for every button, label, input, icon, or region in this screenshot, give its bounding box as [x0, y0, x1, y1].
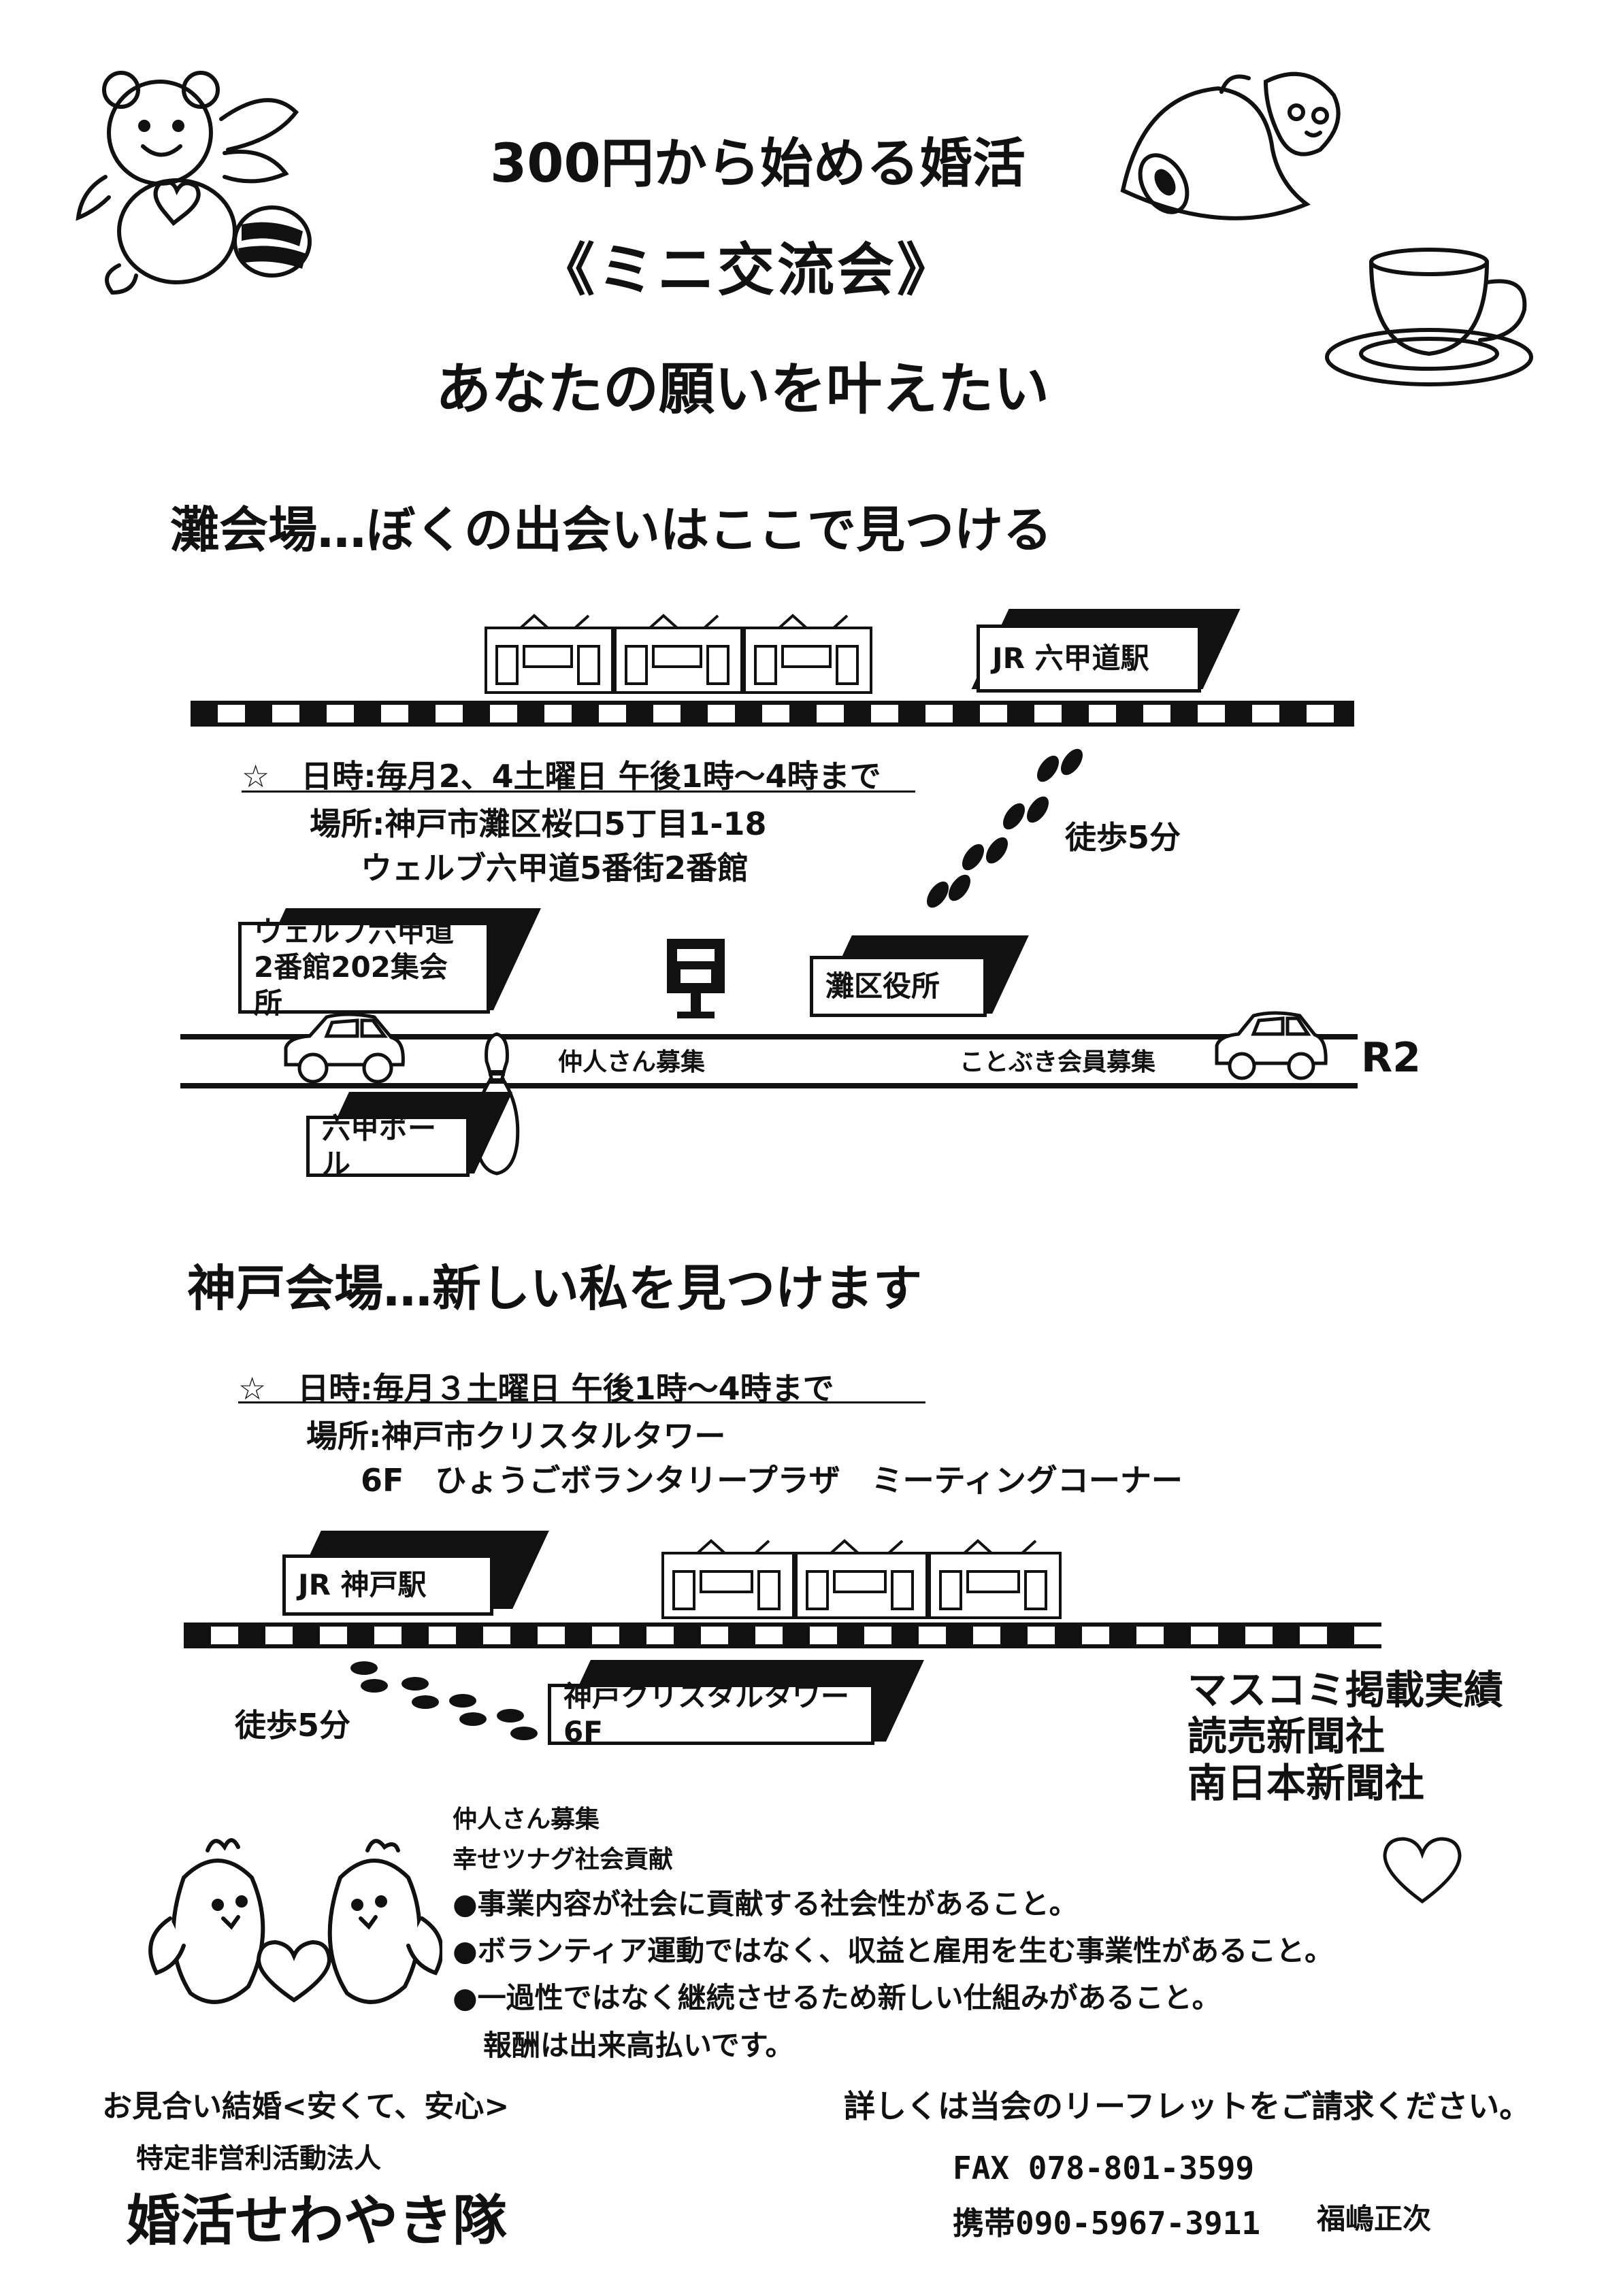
nada-place1: 場所:神戸市灘区桜口5丁目1-18 — [310, 805, 767, 842]
media-title: マスコミ掲載実績 — [1187, 1667, 1504, 1713]
bell-illustration — [1120, 71, 1341, 220]
footer-fax: FAX 078-801-3599 — [953, 2150, 1255, 2186]
nada-ward-office: 灘区役所 — [810, 956, 987, 1017]
kobe-place2: 6F ひょうごボランタリープラザ ミーティングコーナー — [361, 1462, 1183, 1499]
nada-train-illustration — [485, 614, 872, 694]
birds-with-heart-illustration — [148, 1838, 442, 2004]
footer-org-name: 婚活せわやき隊 — [126, 2189, 507, 2252]
recruit-bullet2: ●ボランティア運動ではなく、収益と雇用を生む事業性があること。 — [453, 1934, 1334, 1968]
rokko-bowl: 六甲ボール — [306, 1112, 470, 1180]
nada-date: ☆ 日時:毎月2、4土曜日 午後1時～4時まで — [242, 758, 881, 795]
nada-walk-time: 徒歩5分 — [1065, 819, 1181, 856]
kobe-train-illustration — [661, 1539, 1062, 1619]
footer-org-type: 特定非営利活動法人 — [136, 2143, 381, 2174]
heart-icon — [1383, 1837, 1462, 1904]
jr-rokkomichi-station: JR 六甲道駅 — [977, 625, 1201, 693]
kobe-railway-track — [184, 1623, 1381, 1648]
kobe-crystal-tower: 神戸クリスタルタワー6F — [548, 1680, 874, 1748]
welb-venue-line2: 2番館202集会所 — [254, 950, 448, 1020]
kobe-place1: 場所:神戸市クリスタルタワー — [306, 1418, 726, 1454]
route2-road-bottom — [180, 1083, 1358, 1088]
route-r2-label: R2 — [1361, 1034, 1421, 1082]
welb-venue-line1: ウェルブ六甲道 — [254, 914, 455, 948]
recruit-line1: 仲人さん募集 — [453, 1806, 600, 1833]
recruit-bullet3: ●一過性ではなく継続させるため新しい仕組みがあること。 — [453, 1981, 1221, 2015]
kobe-date: ☆ 日時:毎月３土曜日 午後1時～4時まで — [238, 1370, 834, 1407]
nada-place2: ウェルブ六甲道5番街2番館 — [361, 850, 749, 886]
kobe-heading: 神戸会場…新しい私を見つけます — [187, 1260, 923, 1317]
kobe-walk-time: 徒歩5分 — [235, 1707, 351, 1744]
postbox-icon — [667, 939, 725, 1018]
recruit-bullet4: 報酬は出来高払いです。 — [483, 2028, 794, 2062]
coffee-cup-illustration — [1325, 248, 1533, 386]
car-right-icon — [1215, 1011, 1328, 1080]
media-item1: 読売新聞社 — [1187, 1713, 1386, 1760]
nada-road-recruit-member: ことぶき会員募集 — [960, 1048, 1156, 1076]
media-item2: 南日本新聞社 — [1187, 1759, 1425, 1806]
nada-footprints-icon — [927, 748, 1083, 908]
recruit-bullet1: ●事業内容が社会に貢献する社会性があること。 — [453, 1886, 1078, 1920]
car-left-icon — [284, 1012, 405, 1084]
nada-heading: 灘会場…ぼくの出会いはここで見つける — [170, 501, 1053, 559]
nada-date-underline — [242, 791, 915, 793]
media-block: マスコミ掲載実績 読売新聞社 南日本新聞社 — [1187, 1667, 1503, 1806]
footer-tagline: お見合い結婚<安くて、安心> — [102, 2089, 510, 2124]
header-line2: 《ミニ交流会》 — [538, 237, 957, 303]
footer-contact-person: 福嶋正次 — [1317, 2202, 1432, 2235]
recruit-block: 仲人さん募集 幸せツナグ社会貢献 ●事業内容が社会に貢献する社会性があること。 … — [453, 1799, 1333, 2069]
header-line3: あなたの願いを叶えたい — [436, 357, 1050, 422]
route2-road-top — [180, 1034, 1358, 1039]
bear-angel-illustration — [76, 71, 312, 295]
nada-railway-track — [191, 701, 1354, 727]
kobe-date-underline — [238, 1401, 925, 1403]
footer-leaflet-note: 詳しくは当会のリーフレットをご請求ください。 — [844, 2088, 1531, 2125]
footer-mobile: 携帯090-5967-3911 — [953, 2205, 1261, 2242]
kobe-footprints-icon — [350, 1661, 538, 1740]
recruit-line2: 幸せツナグ社会貢献 — [453, 1846, 674, 1874]
nada-road-recruit-nakoudo: 仲人さん募集 — [558, 1048, 706, 1076]
jr-kobe-station: JR 神戸駅 — [282, 1554, 493, 1616]
header-line1: 300円から始める婚活 — [490, 133, 1026, 195]
